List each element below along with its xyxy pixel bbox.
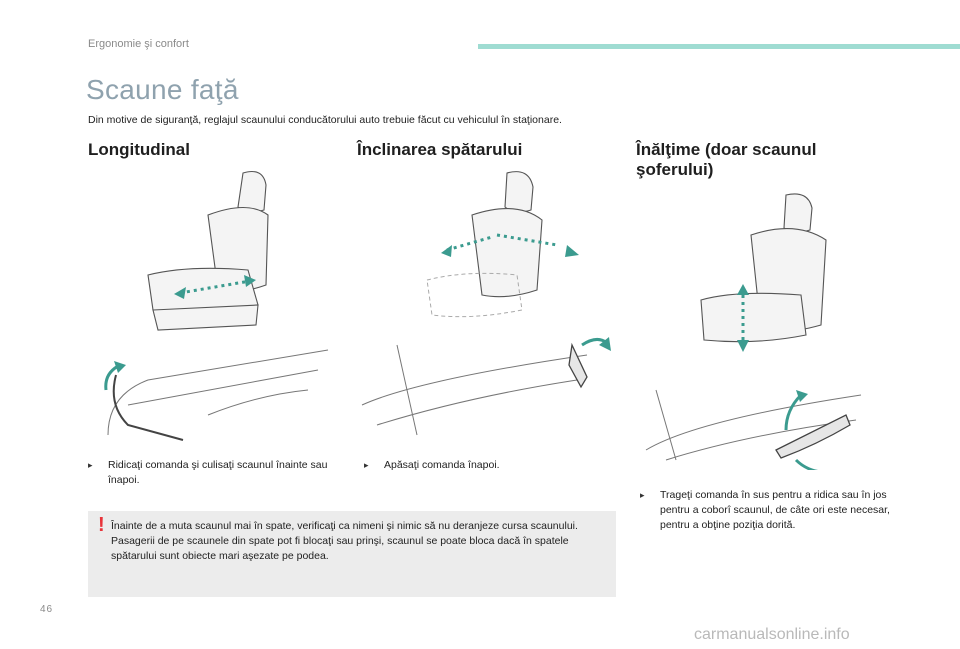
heading-backrest: Înclinarea spătarului (357, 140, 523, 159)
slide-arrow-left-head (174, 287, 186, 299)
bullet-marker-icon: ▸ (88, 460, 93, 470)
height-lever-up-arrow-head (796, 390, 808, 402)
front-line (655, 389, 677, 461)
heading-height: Înălţime (doar scaunul şoferului) (636, 140, 816, 180)
height-arrow-up-head (737, 284, 749, 295)
bullet-longitudinal: ▸ Ridicaţi comanda şi culisaţi scaunul î… (88, 459, 328, 486)
cushion-outline (426, 272, 523, 318)
lower-trim-line (207, 389, 309, 416)
heading-longitudinal: Longitudinal (88, 140, 190, 159)
recline-arrow-left-head (441, 245, 452, 257)
bullet-marker-icon: ▸ (364, 460, 369, 470)
section-tag: Ergonomie şi confort (88, 38, 189, 50)
sill-line (107, 349, 329, 436)
warning-line-1: Înainte de a muta scaunul mai în spate, … (111, 520, 578, 532)
intro-text: Din motive de siguranţă, reglajul scaunu… (88, 114, 562, 126)
bullet-marker-icon: ▸ (640, 490, 645, 500)
lift-arrow-head (114, 361, 126, 373)
recline-lever (568, 342, 588, 389)
warning-box: ! Înainte de a muta scaunul mai în spate… (88, 511, 616, 597)
seat-height-illustration (645, 193, 862, 470)
lever-bar (112, 374, 184, 441)
trim-line (376, 379, 578, 426)
height-arrow-down-head (737, 340, 749, 352)
bullet-height: ▸ Trageţi comanda în sus pentru a ridica… (640, 489, 890, 531)
headrest-shape (783, 193, 813, 233)
seat-longitudinal-illustration (104, 170, 329, 441)
height-lever-up-arrow (784, 393, 803, 431)
recline-arrow-back (496, 233, 558, 247)
bullet-backrest: ▸ Apăsaţi comanda înapoi. (364, 459, 500, 471)
backrest-shape (471, 208, 543, 298)
page-title: Scaune faţă (86, 74, 239, 105)
height-lever-down-arrow (794, 458, 819, 470)
seat-base-shape (152, 304, 259, 331)
warning-icon: ! (98, 514, 105, 536)
headrest-shape (237, 170, 267, 213)
slide-arrow-right-head (244, 275, 256, 287)
warning-line-2: Pasagerii de pe scaunele din spate pot f… (111, 535, 569, 562)
watermark: carmanualsonline.info (694, 626, 850, 643)
trim-line (127, 369, 319, 406)
front-line (396, 344, 418, 436)
heading-height-line1: Înălţime (doar scaunul (636, 140, 817, 159)
recline-arrow-forward (446, 235, 493, 252)
recline-arrow-right-head (565, 245, 579, 257)
warning-text: Înainte de a muta scaunul mai în spate, … (111, 519, 606, 564)
sill-line (645, 394, 862, 451)
recline-lever-arrow-head (599, 337, 611, 351)
cushion-shape (700, 292, 807, 343)
sill-line (361, 354, 588, 406)
page-number: 46 (40, 604, 54, 615)
heading-height-line2: şoferului) (636, 160, 714, 179)
slide-arrow (179, 279, 251, 295)
section-bar (478, 44, 960, 49)
seat-recline-illustration (361, 171, 611, 436)
headrest-shape (504, 171, 534, 213)
height-lever (775, 414, 851, 459)
